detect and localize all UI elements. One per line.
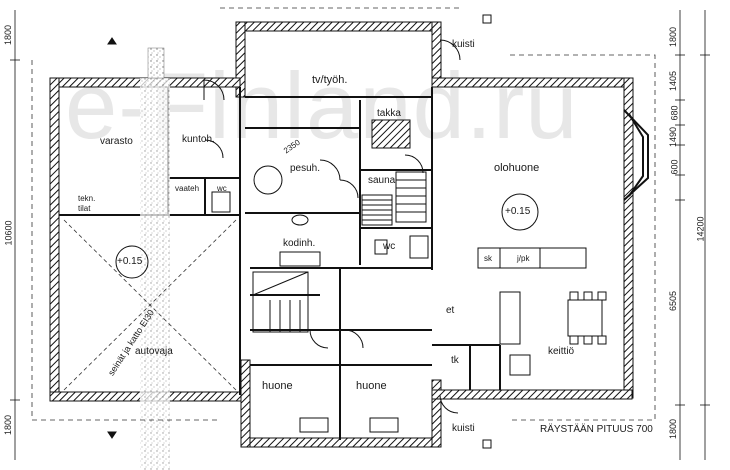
room-olohuone: olohuone [494,162,540,174]
dim-right-5: 600 [669,159,680,175]
room-wc1: wc [217,184,227,193]
room-kuisti-top: kuisti [452,39,475,50]
room-autovaja: autovaja [135,346,173,357]
label-jpk: j/pk [517,254,530,263]
dim-right-3: 680 [669,105,680,121]
room-tekn-2: tilat [78,204,91,213]
dim-right-1: 1800 [668,26,679,48]
level-marker-garage [115,245,149,279]
room-keittio: keittiö [548,346,575,357]
room-huone-1: huone [262,380,293,392]
room-kodinh: kodinh. [283,238,316,249]
dim-right-4: 1490 [668,126,679,148]
room-tk: tk [451,355,459,366]
room-wc2: wc [383,241,396,252]
eaves-note: RÄYSTÄÄN PITUUS 700 [540,424,653,435]
room-tekn-1: tekn. [78,194,96,203]
room-varasto: varasto [100,136,133,147]
room-huone-2: huone [356,380,387,392]
eaves-outline [31,7,656,421]
room-tv: tv/työh. [312,74,348,86]
stairs [252,171,427,333]
dim-right-2: 1405 [668,70,679,92]
dim-left-bot: 1800 [3,414,14,436]
level-living: +0.15 [505,206,531,217]
level-garage: +0.15 [117,256,143,267]
bay-window [623,109,649,201]
section-marks [107,14,492,449]
room-vaateh: vaateh [175,184,200,193]
room-et: et [446,305,455,316]
room-takka: takka [377,108,401,119]
dim-left-top: 1800 [3,24,14,46]
label-sk: sk [484,254,492,263]
room-kuntoh: kuntoh. [182,134,215,145]
kitchen-fixtures [477,247,607,376]
door-swings [203,39,461,414]
dimension-lines [10,10,710,460]
dim-right-bot: 1800 [668,418,679,440]
dim-right-total: 14200 [695,216,706,242]
room-pesuh: pesuh. [290,163,321,174]
level-marker-living [501,193,539,231]
room-sauna: sauna [368,175,396,186]
dim-left-mid: 10600 [3,220,14,246]
garage-diagonals [63,219,237,391]
room-kuisti-bottom: kuisti [452,423,475,434]
chimney-column [140,78,170,470]
fireplace [371,119,411,149]
dim-right-mid: 6505 [668,290,679,312]
bath-fixtures [211,165,429,433]
